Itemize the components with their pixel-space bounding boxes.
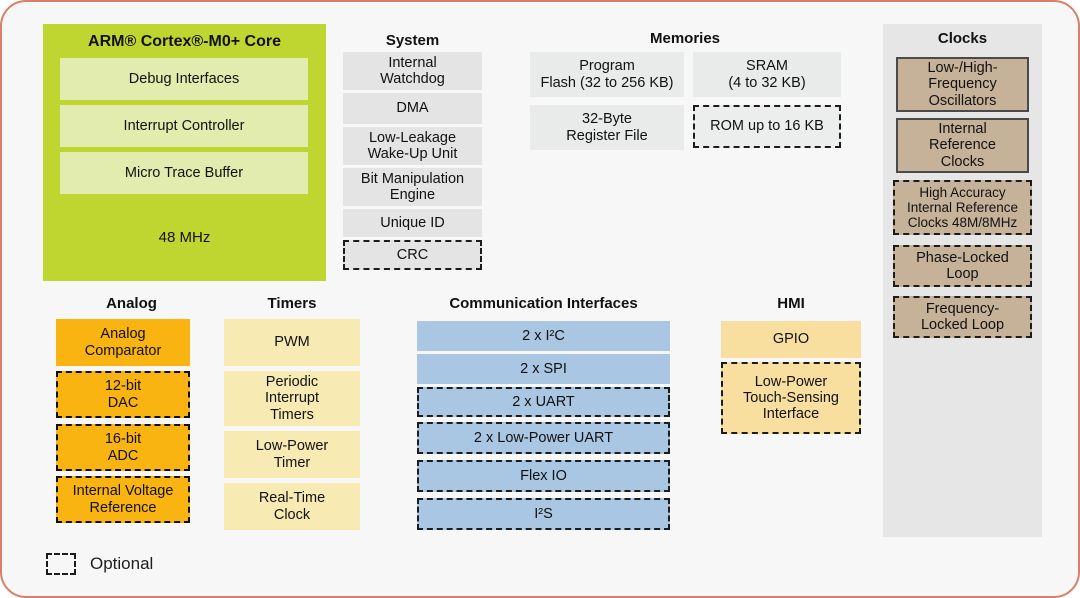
system-block-dma[interactable]: DMA	[343, 93, 482, 124]
core-block-interrupt-controller[interactable]: Interrupt Controller	[60, 105, 308, 147]
comm-block-i2s[interactable]: I²S	[417, 498, 670, 530]
hmi-header: HMI	[777, 295, 805, 312]
clock-block-oscillators[interactable]: Low-/High- Frequency Oscillators	[896, 57, 1029, 112]
analog-header: Analog	[106, 295, 157, 312]
hmi-block-gpio[interactable]: GPIO	[721, 321, 861, 358]
comm-block-flex-io[interactable]: Flex IO	[417, 460, 670, 492]
analog-block-comparator[interactable]: Analog Comparator	[56, 319, 190, 366]
hmi-block-touch-sensing-interface[interactable]: Low-Power Touch-Sensing Interface	[721, 362, 861, 434]
core-block-micro-trace-buffer[interactable]: Micro Trace Buffer	[60, 152, 308, 194]
system-block-unique-id[interactable]: Unique ID	[343, 209, 482, 237]
system-block-bit-manipulation-engine[interactable]: Bit Manipulation Engine	[343, 168, 482, 206]
legend: Optional	[46, 553, 153, 575]
memory-block-register-file[interactable]: 32-Byte Register File	[530, 105, 684, 150]
memory-block-program-flash[interactable]: Program Flash (32 to 256 KB)	[530, 52, 684, 97]
comm-block-i2c[interactable]: 2 x I²C	[417, 321, 670, 351]
memory-block-sram[interactable]: SRAM (4 to 32 KB)	[693, 52, 841, 97]
system-block-internal-watchdog[interactable]: Internal Watchdog	[343, 52, 482, 90]
timer-block-pwm[interactable]: PWM	[224, 319, 360, 366]
comm-block-spi[interactable]: 2 x SPI	[417, 354, 670, 384]
timer-block-periodic-interrupt-timers[interactable]: Periodic Interrupt Timers	[224, 371, 360, 426]
analog-block-dac[interactable]: 12-bit DAC	[56, 371, 190, 418]
clock-block-high-accuracy-reference-clocks[interactable]: High Accuracy Internal Reference Clocks …	[893, 180, 1032, 235]
communication-header: Communication Interfaces	[449, 295, 638, 312]
core-block-debug-interfaces[interactable]: Debug Interfaces	[60, 58, 308, 100]
clock-block-frequency-locked-loop[interactable]: Frequency- Locked Loop	[893, 296, 1032, 338]
clocks-header: Clocks	[937, 30, 988, 47]
timer-block-real-time-clock[interactable]: Real-Time Clock	[224, 483, 360, 530]
comm-block-uart[interactable]: 2 x UART	[417, 387, 670, 417]
analog-block-internal-voltage-reference[interactable]: Internal Voltage Reference	[56, 476, 190, 523]
dashed-outline-swatch-icon	[46, 553, 76, 575]
analog-block-adc[interactable]: 16-bit ADC	[56, 424, 190, 471]
memories-header: Memories	[649, 30, 721, 47]
clock-block-phase-locked-loop[interactable]: Phase-Locked Loop	[893, 245, 1032, 287]
timers-header: Timers	[267, 295, 317, 312]
legend-optional-label: Optional	[90, 554, 154, 573]
memory-block-rom[interactable]: ROM up to 16 KB	[693, 105, 841, 148]
system-block-crc[interactable]: CRC	[343, 240, 482, 270]
clock-block-internal-reference-clocks[interactable]: Internal Reference Clocks	[896, 118, 1029, 173]
arm-core-title: ARM® Cortex®-M0+ Core	[88, 33, 281, 51]
core-frequency-label: 48 MHz	[158, 228, 211, 246]
timer-block-low-power-timer[interactable]: Low-Power Timer	[224, 431, 360, 478]
comm-block-low-power-uart[interactable]: 2 x Low-Power UART	[417, 422, 670, 454]
system-block-low-leakage-wake-up-unit[interactable]: Low-Leakage Wake-Up Unit	[343, 127, 482, 165]
system-header: System	[385, 32, 440, 49]
